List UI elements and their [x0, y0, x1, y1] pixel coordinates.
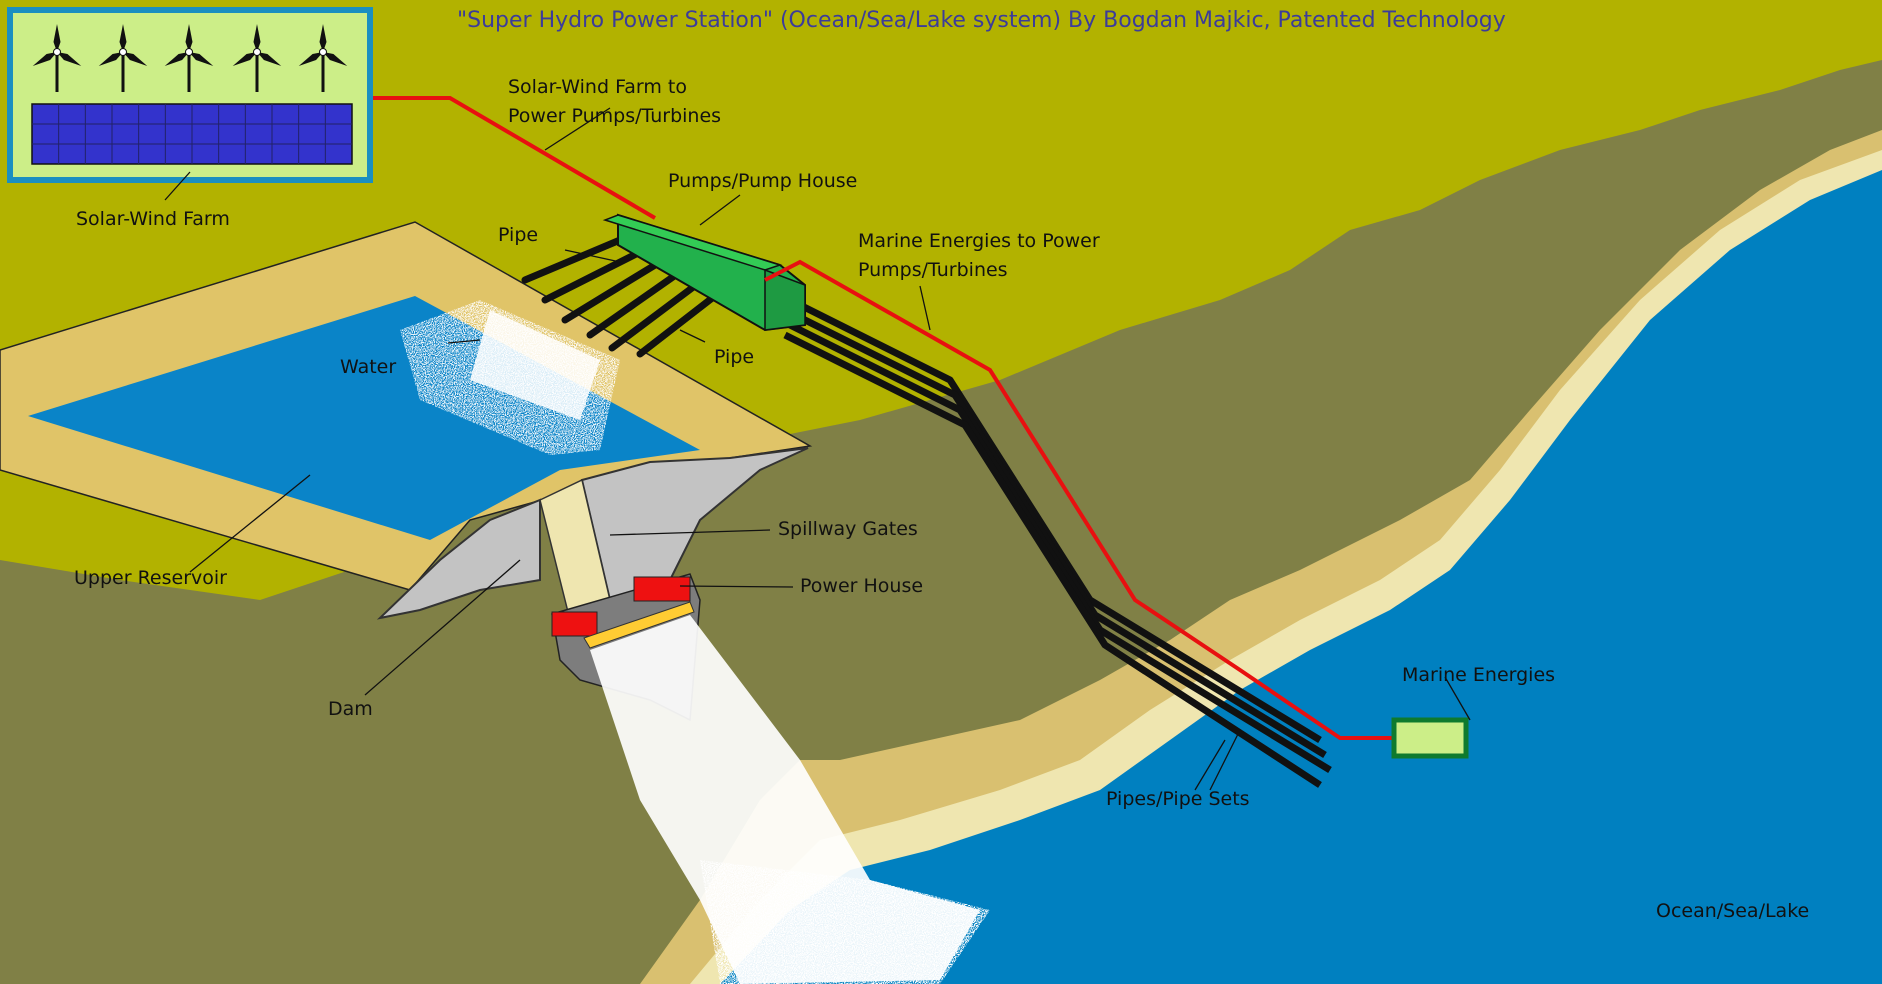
label-pump-house: Pumps/Pump House: [668, 170, 858, 192]
reservoir-water: [28, 296, 700, 540]
label-pipe-upper: Pipe: [498, 224, 539, 246]
solar-wind-farm: [7, 7, 373, 183]
label-spillway-gates: Spillway Gates: [778, 518, 918, 540]
label-marine-to-pumps-2: Pumps/Turbines: [858, 259, 1008, 281]
wind-turbine-icon: [232, 24, 282, 92]
long-pipes-to-ocean: [768, 286, 1332, 788]
power-house-right: [633, 576, 691, 602]
label-upper-reservoir: Upper Reservoir: [74, 567, 227, 589]
upper-pipes: [521, 236, 724, 358]
wind-turbine-icon: [32, 24, 82, 92]
ocean: [720, 170, 1882, 984]
label-dam: Dam: [328, 698, 373, 720]
wind-turbine-icon: [98, 24, 148, 92]
label-power-house: Power House: [800, 575, 924, 597]
turbine-outlets: [583, 601, 695, 649]
label-pipe-lower: Pipe: [714, 346, 755, 368]
water-jets-core: [470, 310, 600, 420]
label-ocean: Ocean/Sea/Lake: [1656, 900, 1810, 922]
power-line-marine: [764, 259, 1395, 740]
dam-left: [376, 498, 541, 620]
diagram-title: "Super Hydro Power Station" (Ocean/Sea/L…: [457, 8, 1506, 33]
solar-panel-grid: [32, 104, 352, 164]
label-solar-wind-farm: Solar-Wind Farm: [76, 208, 230, 230]
label-pipes-pipe-sets: Pipes/Pipe Sets: [1106, 788, 1250, 810]
power-house-left: [551, 611, 598, 637]
pump-house: [602, 213, 806, 332]
label-marine-to-pumps-1: Marine Energies to Power: [858, 230, 1100, 252]
label-solar-wind-to-pumps-1: Solar-Wind Farm to: [508, 76, 688, 98]
label-marine-energies: Marine Energies: [1402, 664, 1556, 686]
wind-turbine-icon: [298, 24, 348, 92]
leader-lines: [164, 107, 1471, 791]
label-solar-wind-to-pumps-2: Power Pumps/Turbines: [508, 105, 722, 127]
marine-energies-box: [1391, 717, 1469, 759]
wind-turbines: [32, 24, 348, 92]
label-water: Water: [340, 356, 397, 378]
wind-turbine-icon: [164, 24, 214, 92]
waterfall-spray: [700, 860, 990, 984]
